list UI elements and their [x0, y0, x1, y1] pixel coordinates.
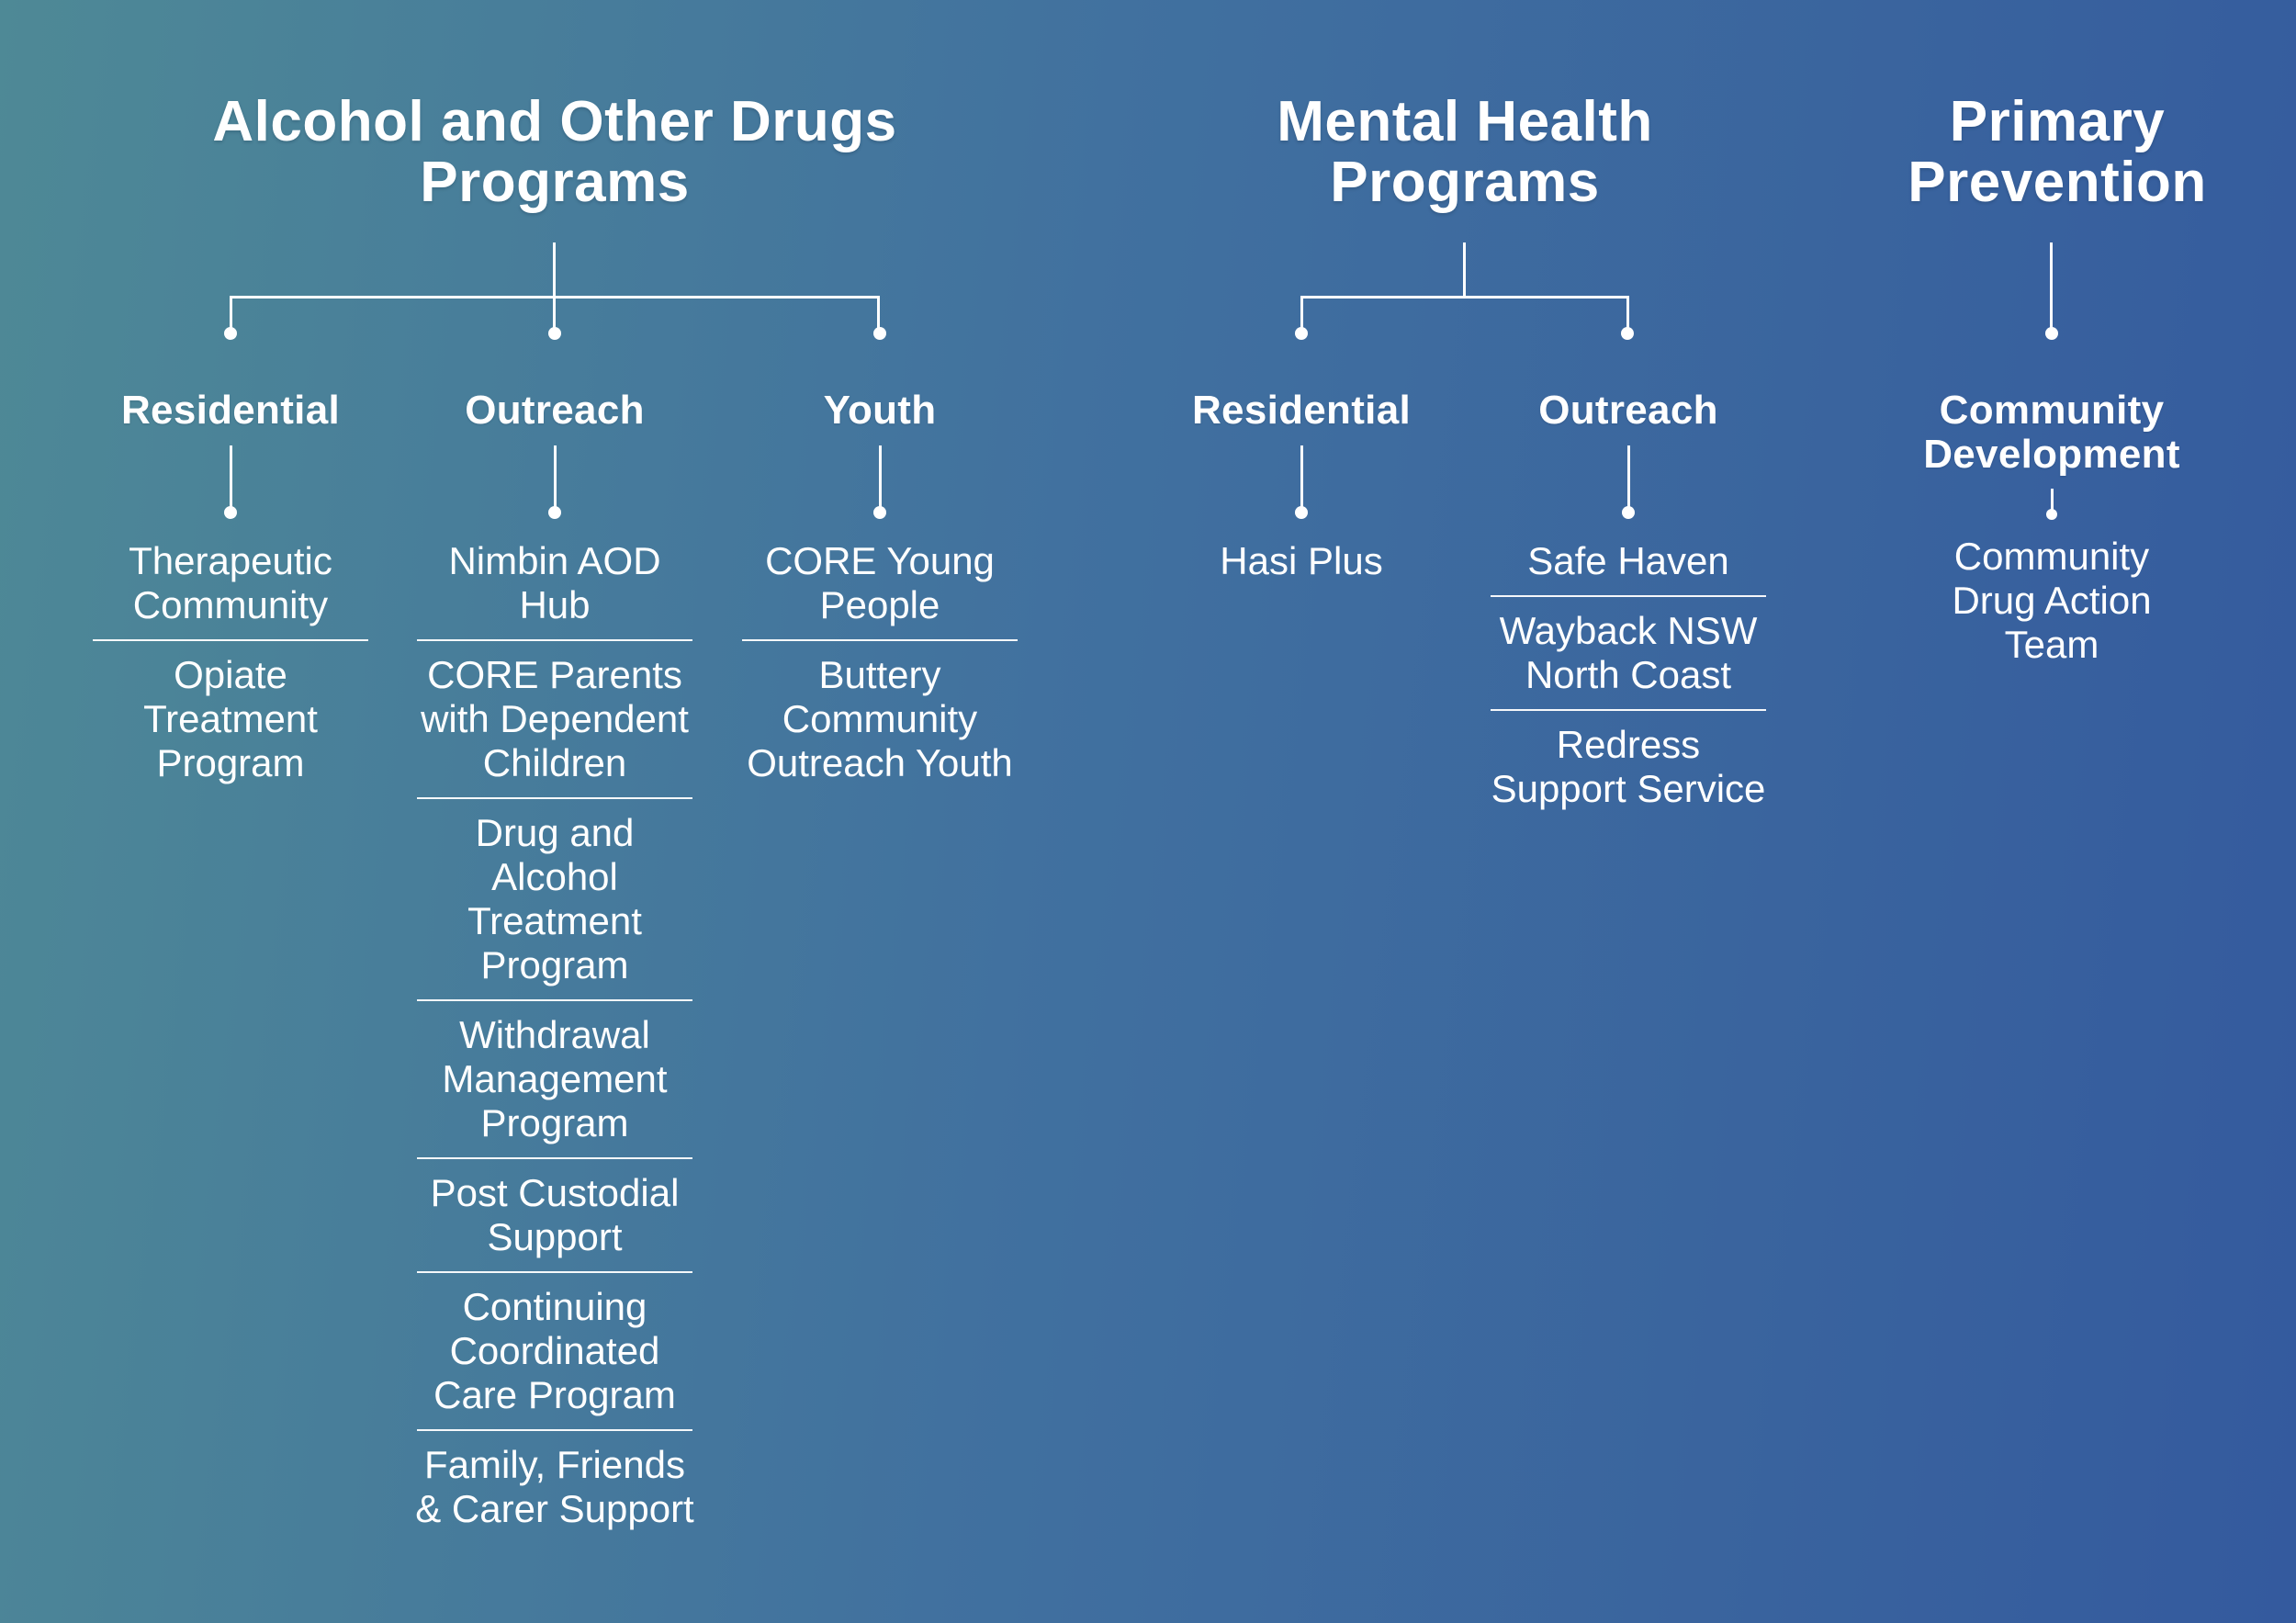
item-divider: [417, 639, 692, 641]
connector-dot: [548, 506, 561, 519]
connector-drop-mh-outreach: [1626, 296, 1629, 329]
group-title-alcohol-other-drugs: Alcohol and Other Drugs Programs: [212, 90, 897, 214]
connector-dot: [1295, 506, 1308, 519]
item-divider: [1491, 595, 1766, 597]
connector-dot: [1621, 327, 1634, 340]
program-item: Safe Haven: [1527, 539, 1729, 582]
group-title-primary-prevention: Primary Prevention: [1908, 90, 2207, 214]
column-label: Community Development: [1923, 388, 2180, 477]
program-item: Therapeutic Community: [129, 539, 332, 626]
connector-line: [2050, 489, 2054, 510]
connector-drop-aod-residential: [230, 296, 232, 329]
program-item: Hasi Plus: [1220, 539, 1383, 582]
connector-dot: [873, 327, 886, 340]
program-item: Post Custodial Support: [430, 1171, 680, 1258]
program-item: Nimbin AOD Hub: [448, 539, 661, 626]
column-aod-youth: Youth CORE Young People Buttery Communit…: [733, 389, 1027, 785]
item-divider: [417, 797, 692, 799]
connector-dot: [224, 327, 237, 340]
column-label: Residential: [120, 388, 341, 433]
column-aod-outreach: Outreach Nimbin AOD Hub CORE Parents wit…: [408, 389, 702, 1531]
connector-dot: [1295, 327, 1308, 340]
item-divider: [417, 1157, 692, 1159]
program-item: CORE Young People: [765, 539, 995, 626]
program-item: Community Drug Action Team: [1952, 535, 2152, 666]
connector-bar-mh: [1300, 296, 1629, 299]
connector-line: [1300, 445, 1303, 507]
connector-dot: [548, 327, 561, 340]
connector-dot: [2045, 327, 2058, 340]
column-label: Youth: [823, 388, 937, 433]
column-mh-residential: Residential Hasi Plus: [1154, 389, 1448, 583]
connector-line: [878, 445, 882, 507]
item-divider: [93, 639, 368, 641]
column-mh-outreach: Outreach Safe Haven Wayback NSW North Co…: [1481, 389, 1775, 811]
program-item: Opiate Treatment Program: [143, 653, 318, 784]
connector-dot: [224, 506, 237, 519]
connector-line: [229, 445, 232, 507]
program-item: Wayback NSW North Coast: [1499, 609, 1758, 696]
item-divider: [417, 999, 692, 1001]
program-item: Continuing Coordinated Care Program: [433, 1285, 676, 1416]
program-item: Buttery Community Outreach Youth: [747, 653, 1013, 784]
connector-drop-mh-residential: [1300, 296, 1303, 329]
item-divider: [417, 1429, 692, 1431]
connector-drop-aod-youth: [877, 296, 880, 329]
column-label: Outreach: [465, 388, 645, 433]
item-divider: [742, 639, 1018, 641]
program-item: Redress Support Service: [1491, 723, 1766, 810]
connector-dot: [1622, 506, 1635, 519]
connector-line: [1626, 445, 1630, 507]
connector-trunk-mh: [1463, 242, 1466, 299]
item-divider: [1491, 709, 1766, 711]
group-title-mental-health: Mental Health Programs: [1277, 90, 1653, 214]
program-item: Withdrawal Management Program: [442, 1013, 668, 1144]
column-label: Outreach: [1538, 388, 1718, 433]
connector-dot: [2046, 509, 2057, 520]
connector-bar-aod: [230, 296, 880, 299]
column-aod-residential: Residential Therapeutic Community Opiate…: [84, 389, 377, 785]
connector-dot: [873, 506, 886, 519]
column-label: Residential: [1191, 388, 1412, 433]
program-item: CORE Parents with Dependent Children: [421, 653, 689, 784]
column-pp-community-development: Community Development Community Drug Act…: [1905, 389, 2199, 667]
program-item: Drug and Alcohol Treatment Program: [467, 811, 642, 986]
connector-trunk-aod: [553, 242, 556, 329]
program-item: Family, Friends & Carer Support: [415, 1443, 694, 1530]
connector-line: [553, 445, 557, 507]
connector-trunk-pp: [2050, 242, 2053, 329]
item-divider: [417, 1271, 692, 1273]
